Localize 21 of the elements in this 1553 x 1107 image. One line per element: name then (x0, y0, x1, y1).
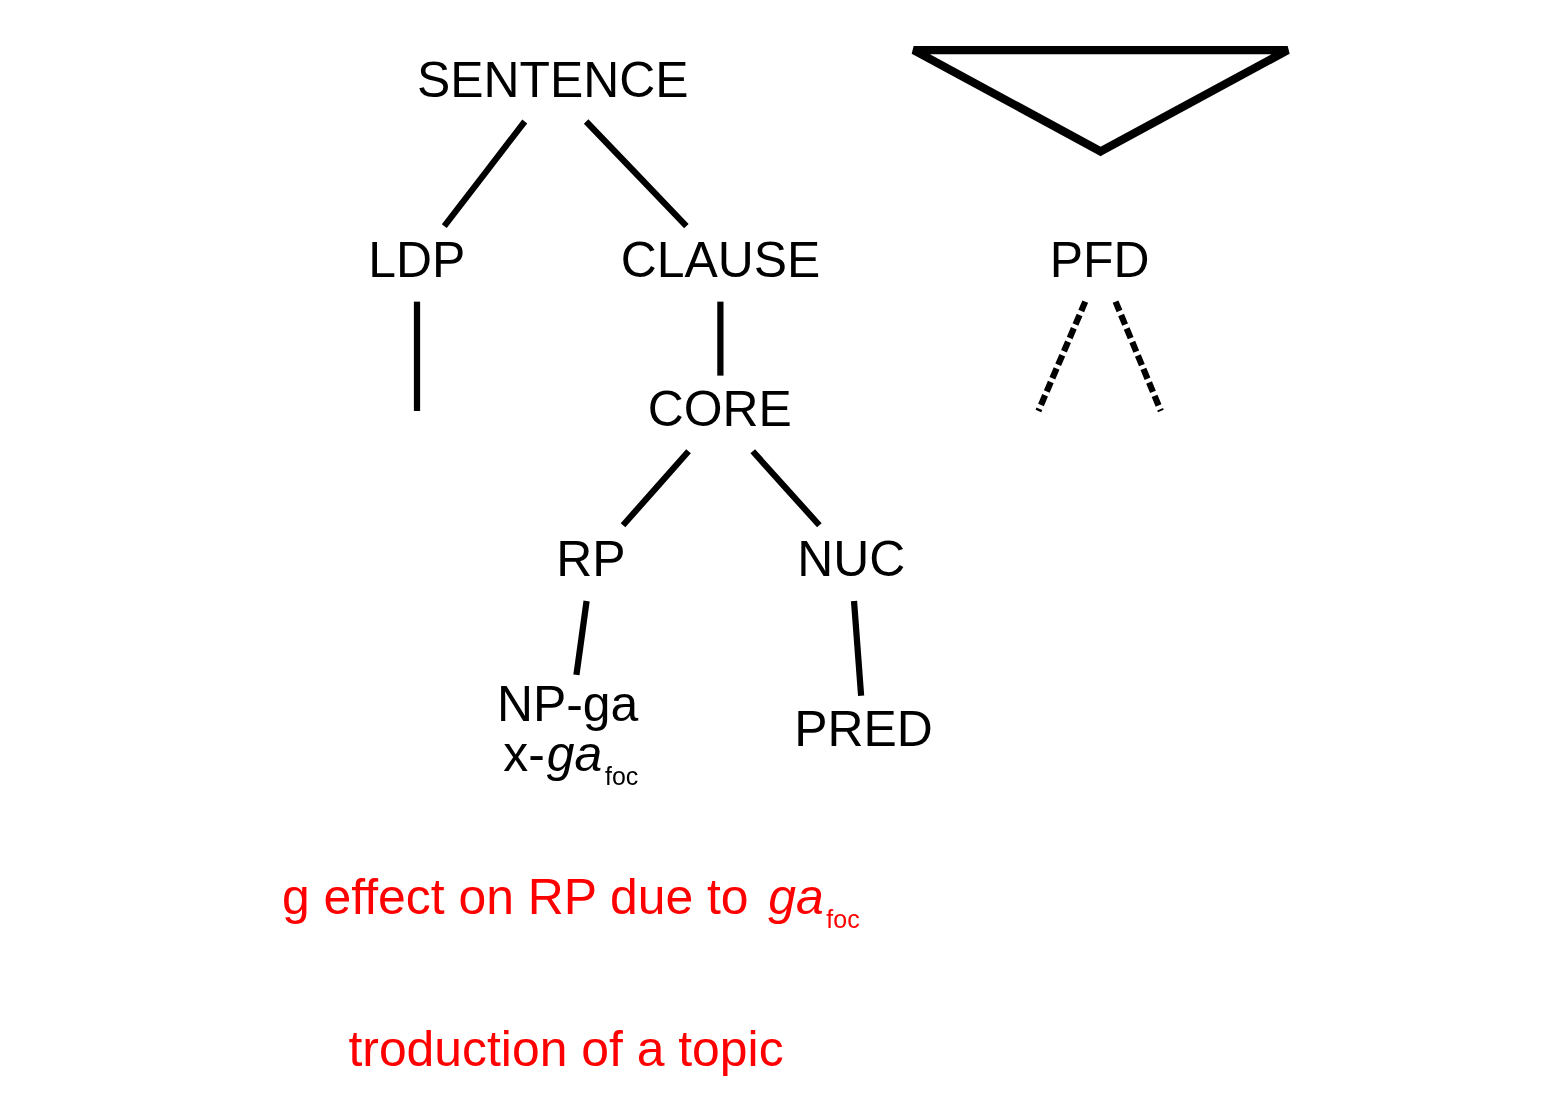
connector (583, 119, 689, 229)
connector (717, 301, 724, 376)
connector (1112, 300, 1164, 413)
node-text: PRED (794, 701, 933, 758)
connector (1035, 300, 1089, 413)
label: troduction of a topic (348, 1021, 784, 1078)
connector (850, 600, 865, 696)
label: g effect on RP due to ga$_{foc}$ (281, 869, 860, 934)
node-text: NP-ga x-ga$_{foc}$ (497, 676, 639, 791)
connector (441, 119, 528, 228)
node-triangle (909, 45, 1292, 157)
node-text: PFD (1049, 231, 1150, 288)
node-text: LDP (368, 231, 466, 288)
node-text: RP (556, 530, 626, 587)
node-text: SENTENCE (417, 51, 689, 108)
node-text: CORE (647, 381, 792, 438)
node-text: NUC (797, 530, 906, 587)
connector (620, 449, 691, 528)
connector (573, 600, 590, 676)
connector (750, 449, 822, 528)
node-text: CLAUSE (620, 231, 821, 288)
